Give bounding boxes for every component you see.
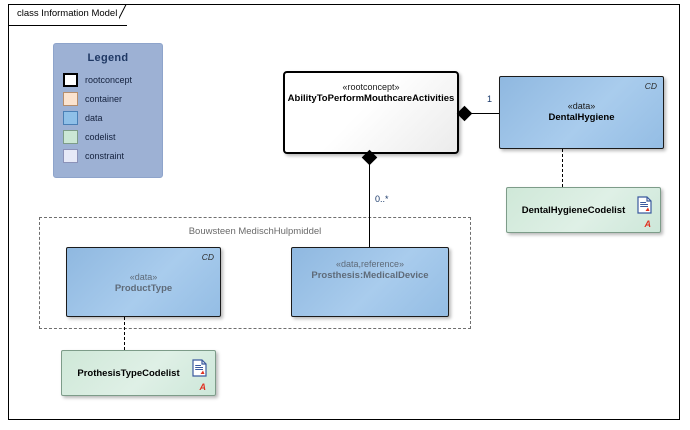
legend-item-data: data <box>63 108 162 127</box>
legend-swatch-container <box>63 91 78 106</box>
legend-items: rootconcept container data codelist cons… <box>54 70 162 165</box>
multiplicity-prosthesis: 0..* <box>375 194 389 204</box>
document-icon <box>637 196 652 214</box>
dentalhygienecodelist-marker: A <box>644 219 652 229</box>
container-bouwsteen-medischhulpmiddel[interactable]: Bouwsteen MedischHulpmiddel <box>39 217 471 329</box>
connector-dentalhygiene-to-codelist <box>562 149 563 187</box>
dentalhygienecodelist-name: DentalHygieneCodelist <box>521 205 626 216</box>
legend-swatch-codelist <box>63 129 78 144</box>
prosthesis-stereotype: «data,reference» <box>335 259 405 269</box>
legend-label-codelist: codelist <box>85 131 116 142</box>
legend-swatch-data <box>63 110 78 125</box>
producttype-name: ProductType <box>114 283 173 294</box>
diagram-tab-label: class Information Model <box>9 5 124 26</box>
producttype-cd-tag: CD <box>201 252 214 262</box>
dentalhygiene-name: DentalHygiene <box>548 112 615 123</box>
diagram-canvas: class Information Model Legend rootconce… <box>8 4 680 420</box>
composition-diamond-dentalhygiene <box>456 105 473 122</box>
legend-swatch-rootconcept <box>63 72 78 87</box>
container-label: Bouwsteen MedischHulpmiddel <box>188 226 322 237</box>
connector-producttype-to-codelist <box>124 317 125 350</box>
producttype-stereotype: «data» <box>129 272 158 282</box>
class-box-abilitytoperformmouthcareactivities[interactable]: «rootconcept» AbilityToPerformMouthcareA… <box>283 71 459 154</box>
diagram-tab-underline <box>9 25 127 26</box>
legend-panel: Legend rootconcept container data codeli… <box>53 43 163 178</box>
class-box-dentalhygienecodelist[interactable]: DentalHygieneCodelist A <box>506 187 661 233</box>
class-box-dentalhygiene[interactable]: CD «data» DentalHygiene <box>499 76 664 149</box>
legend-label-container: container <box>85 93 123 104</box>
document-icon <box>192 359 207 377</box>
root-concept-name: AbilityToPerformMouthcareActivities <box>287 93 455 104</box>
class-box-producttype[interactable]: CD «data» ProductType <box>66 247 221 317</box>
legend-label-constraint: constraint <box>85 150 125 161</box>
legend-label-data: data <box>85 112 103 123</box>
legend-item-rootconcept: rootconcept <box>63 70 162 89</box>
legend-swatch-constraint <box>63 148 78 163</box>
diagram-tab-corner <box>119 5 135 26</box>
legend-title: Legend <box>87 52 129 64</box>
dentalhygiene-stereotype: «data» <box>567 101 596 111</box>
root-concept-stereotype: «rootconcept» <box>342 82 400 92</box>
class-box-prosthesis-medicaldevice[interactable]: «data,reference» Prosthesis:MedicalDevic… <box>291 247 449 317</box>
multiplicity-dentalhygiene: 1 <box>487 94 493 104</box>
prothesistypecodelist-marker: A <box>199 382 207 392</box>
prosthesis-name: Prosthesis:MedicalDevice <box>311 270 429 281</box>
connector-root-to-dentalhygiene <box>461 113 499 114</box>
legend-item-container: container <box>63 89 162 108</box>
legend-item-codelist: codelist <box>63 127 162 146</box>
legend-label-rootconcept: rootconcept <box>85 74 133 85</box>
legend-item-constraint: constraint <box>63 146 162 165</box>
connector-root-to-prosthesis <box>369 157 370 247</box>
prothesistypecodelist-name: ProthesisTypeCodelist <box>77 368 180 379</box>
dentalhygiene-cd-tag: CD <box>644 81 657 91</box>
class-box-prothesistypecodelist[interactable]: ProthesisTypeCodelist A <box>61 350 216 396</box>
